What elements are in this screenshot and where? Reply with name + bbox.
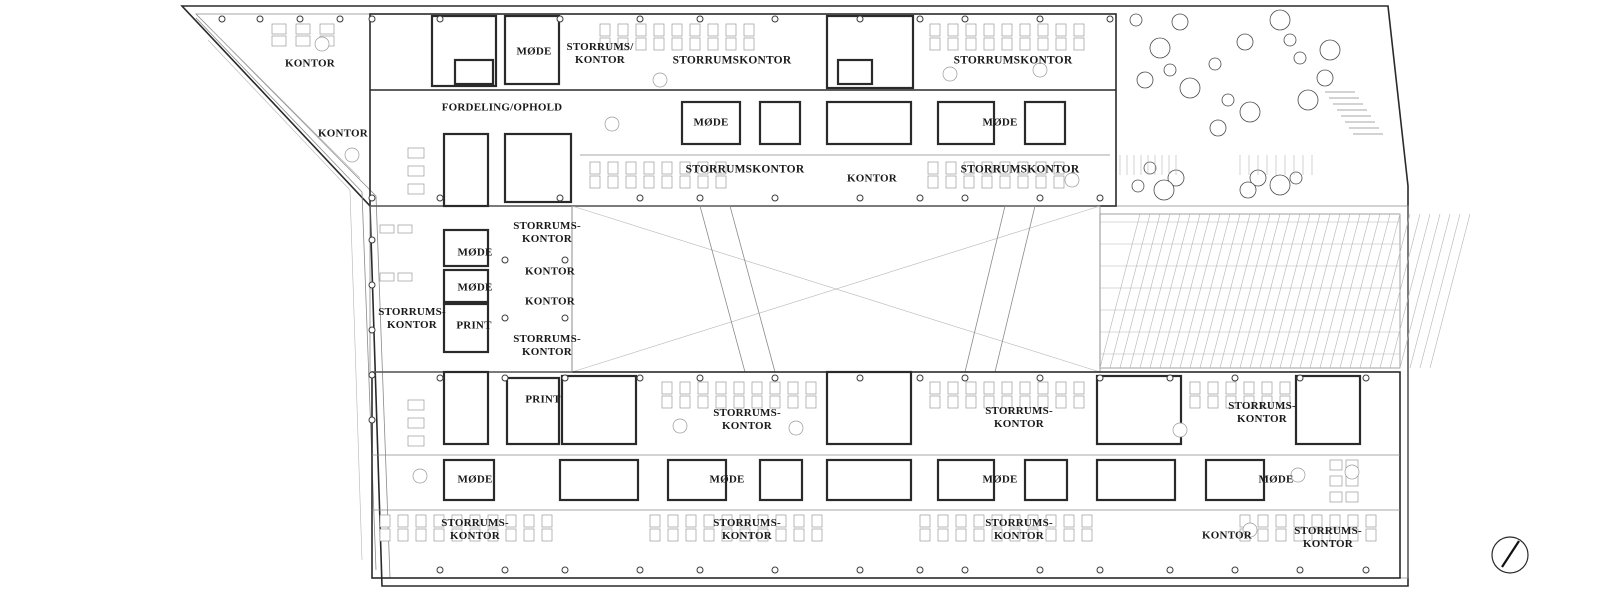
label-kontor-b: KONTOR xyxy=(1202,529,1252,542)
tree-icon xyxy=(1289,171,1303,185)
tree-icon xyxy=(1269,174,1291,196)
tree-icon xyxy=(1269,9,1291,31)
tree-icon xyxy=(1131,179,1145,193)
furniture-layer xyxy=(271,23,1377,542)
toilet-block-s1 xyxy=(558,458,640,502)
label-storrumskontor-mid2: STORRUMSKONTOR xyxy=(960,163,1080,176)
label-storrums-kontor-s1: STORRUMS- KONTOR xyxy=(713,407,781,432)
label-storrumskontor-mid1: STORRUMSKONTOR xyxy=(685,163,805,176)
toilet-block-w xyxy=(442,132,490,208)
tree-icon xyxy=(1208,57,1222,71)
label-fordeling: FORDELING/OPHOLD xyxy=(441,101,563,114)
tree-icon xyxy=(1221,93,1235,107)
tree-icon xyxy=(1163,63,1177,77)
meeting-room-s4 xyxy=(1204,458,1266,502)
label-print-w1: PRINT xyxy=(456,319,492,332)
landscape-garden xyxy=(1119,9,1383,201)
tree-icon xyxy=(1129,13,1143,27)
meeting-room-w1 xyxy=(442,228,490,268)
label-mode-s1: MØDE xyxy=(457,473,493,486)
meeting-room-w2 xyxy=(442,268,490,304)
tree-icon xyxy=(1149,37,1171,59)
meeting-room-s3 xyxy=(936,458,996,502)
label-mode-s3: MØDE xyxy=(982,473,1018,486)
tree-icon xyxy=(1236,33,1254,51)
tree-icon xyxy=(1293,51,1307,65)
label-storrums-kontor-w2: STORRUMS- KONTOR xyxy=(378,306,446,331)
label-storrums-kontor-w1: STORRUMS- KONTOR xyxy=(513,220,581,245)
tree-icon xyxy=(1319,39,1341,61)
atrium-stair-right xyxy=(964,205,1036,373)
atrium-stair-left xyxy=(699,205,776,373)
label-mode-s4: MØDE xyxy=(1258,473,1294,486)
tree-icon xyxy=(1179,77,1201,99)
meeting-room-s2 xyxy=(666,458,728,502)
tree-icon xyxy=(1171,13,1189,31)
toilet-block-s2 xyxy=(825,458,913,502)
label-mode-top: MØDE xyxy=(516,45,552,58)
tree-icon xyxy=(1136,71,1154,89)
north-arrow-icon xyxy=(1491,536,1529,574)
label-kontor-w: KONTOR xyxy=(318,127,368,140)
label-mode-s2: MØDE xyxy=(709,473,745,486)
stair-core-s1 xyxy=(560,374,638,446)
toilet-block-s3 xyxy=(1095,458,1177,502)
toilet-block-n xyxy=(825,100,913,146)
label-storrums-kontor-s3: STORRUMS- KONTOR xyxy=(1228,400,1296,425)
print-room-w2 xyxy=(505,376,561,446)
label-kontor-nw: KONTOR xyxy=(285,57,335,70)
tree-icon xyxy=(1143,161,1157,175)
columns-layer xyxy=(218,15,1370,574)
tree-icon xyxy=(1239,181,1257,199)
label-storrums-kontor-b1: STORRUMS- KONTOR xyxy=(441,517,509,542)
meeting-room-s1 xyxy=(442,458,496,502)
stair-core-s2 xyxy=(825,370,913,446)
label-mode-w2: MØDE xyxy=(457,281,493,294)
label-storrumskontor-top2: STORRUMSKONTOR xyxy=(953,54,1073,67)
label-mode-w1: MØDE xyxy=(457,246,493,259)
west-facade-line xyxy=(195,17,377,571)
label-storrums-kontor-b2: STORRUMS- KONTOR xyxy=(713,517,781,542)
toilet-block-sw xyxy=(442,370,490,446)
label-mode-mid1: MØDE xyxy=(693,116,729,129)
label-storrums-kontor-b3: STORRUMS- KONTOR xyxy=(985,517,1053,542)
label-storrums-kontor-s2: STORRUMS- KONTOR xyxy=(985,405,1053,430)
stair-core-s3 xyxy=(1095,374,1183,446)
label-storrums-kontor-w3: STORRUMS- KONTOR xyxy=(513,333,581,358)
meeting-room-1 xyxy=(680,100,742,146)
tree-icon xyxy=(1297,89,1319,111)
tree-icon xyxy=(1239,101,1261,123)
tree-icon xyxy=(1153,179,1175,201)
label-storrumskontor-top1: STORRUMSKONTOR xyxy=(672,54,792,67)
label-kontor-w2: KONTOR xyxy=(525,265,575,278)
label-storrums-kontor-b4: STORRUMS- KONTOR xyxy=(1294,525,1362,550)
label-print-w2: PRINT xyxy=(525,393,561,406)
meeting-room-north xyxy=(503,14,561,86)
tree-icon xyxy=(1316,69,1334,87)
print-room-w1 xyxy=(442,302,490,354)
label-kontor-mid: KONTOR xyxy=(847,172,897,185)
label-storrums-kontor-top: STORRUMS/ KONTOR xyxy=(566,41,634,66)
stair-core-se xyxy=(1294,374,1362,446)
meeting-room-2 xyxy=(936,100,996,146)
label-mode-mid2: MØDE xyxy=(982,116,1018,129)
label-kontor-w3: KONTOR xyxy=(525,295,575,308)
tree-icon xyxy=(1283,33,1297,47)
tree-icon xyxy=(1209,119,1227,137)
